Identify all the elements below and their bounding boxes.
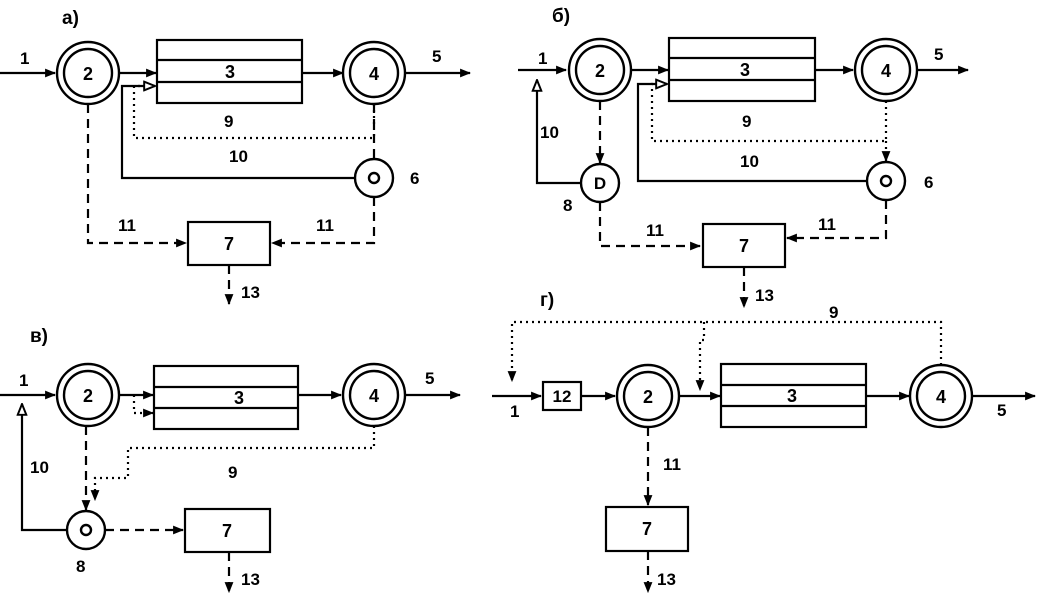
label-5: 5 [997, 401, 1006, 420]
dashed-path-11-left [598, 202, 702, 251]
dotted-path-9 [90, 426, 376, 502]
box-12: 12 [541, 380, 583, 412]
label-10: 10 [30, 458, 49, 477]
queue-3: 3 [152, 364, 300, 431]
service-node-4: 4 [341, 362, 407, 428]
panel-a-title: а) [62, 8, 79, 29]
node-4-label: 4 [369, 64, 379, 84]
label-11-left: 11 [118, 216, 136, 235]
queue-3: 3 [719, 362, 868, 429]
node-4-label: 4 [936, 387, 946, 407]
queue-3: 3 [155, 38, 304, 105]
label-1: 1 [538, 49, 547, 68]
label-13: 13 [755, 286, 774, 305]
service-node-4: 4 [853, 37, 919, 103]
box-7: 7 [604, 505, 690, 553]
label-5: 5 [934, 45, 943, 64]
panel-v-title: в) [30, 326, 48, 347]
label-9: 9 [742, 112, 751, 131]
node-8: D [579, 162, 621, 204]
dashed-path-11-right [785, 200, 888, 243]
label-13: 13 [241, 283, 260, 302]
queue-3-label: 3 [787, 386, 797, 406]
label-5: 5 [432, 47, 441, 66]
label-10-left: 10 [540, 123, 559, 142]
node-8-mark: D [594, 174, 606, 193]
node-6 [865, 160, 907, 202]
queue-3-label: 3 [740, 60, 750, 80]
label-11-right: 11 [316, 216, 334, 235]
feedback-path-10-left [537, 80, 581, 185]
node-2-label: 2 [643, 387, 653, 407]
queue-3-label: 3 [234, 388, 244, 408]
node-4-label: 4 [369, 386, 379, 406]
box-7-label: 7 [642, 519, 652, 539]
box-7: 7 [701, 222, 787, 269]
label-6: 6 [924, 173, 933, 192]
service-node-2: 2 [55, 362, 121, 428]
label-8: 8 [76, 557, 85, 576]
box-7-label: 7 [224, 234, 234, 254]
node-8 [65, 509, 107, 551]
box-7-label: 7 [222, 521, 232, 541]
dashed-path-11-right [270, 197, 376, 248]
label-1: 1 [510, 402, 519, 421]
feedback-path-10 [636, 84, 867, 183]
box-7-label: 7 [739, 236, 749, 256]
label-5: 5 [425, 369, 434, 388]
label-8: 8 [563, 196, 572, 215]
label-11-left: 11 [646, 221, 664, 240]
panel-v: в) 1 2 3 4 5 9 [0, 326, 462, 594]
service-node-4: 4 [341, 40, 407, 106]
service-node-2: 2 [55, 40, 121, 106]
label-11: 11 [663, 455, 681, 474]
feedback-path-10 [22, 404, 67, 532]
service-node-2: 2 [567, 37, 633, 103]
node-2-label: 2 [83, 386, 93, 406]
panel-a: а) 1 2 3 4 5 9 [0, 8, 472, 306]
label-9: 9 [224, 112, 233, 131]
panel-b: б) 1 2 3 4 5 9 [518, 6, 970, 309]
node-2-label: 2 [595, 61, 605, 81]
dashed-path-11-left [86, 104, 188, 248]
feedback-path-10 [120, 86, 355, 180]
label-10: 10 [229, 147, 248, 166]
label-11-right: 11 [818, 215, 836, 234]
queue-3-label: 3 [225, 62, 235, 82]
service-node-2: 2 [615, 363, 681, 429]
panel-g: г) 1 12 2 3 4 [492, 290, 1037, 594]
service-node-4: 4 [908, 363, 974, 429]
label-10: 10 [740, 152, 759, 171]
box-7: 7 [186, 220, 272, 267]
label-13: 13 [241, 570, 260, 589]
box-12-label: 12 [553, 387, 572, 406]
queue-3: 3 [667, 36, 817, 103]
label-13: 13 [657, 570, 676, 589]
label-9: 9 [228, 463, 237, 482]
label-1: 1 [19, 371, 28, 390]
panel-b-title: б) [552, 6, 570, 27]
label-6: 6 [410, 169, 419, 188]
dotted-path-9-branch [695, 322, 706, 392]
label-9: 9 [829, 303, 838, 322]
node-2-label: 2 [83, 64, 93, 84]
panel-g-title: г) [540, 290, 554, 311]
box-7: 7 [183, 507, 272, 554]
label-1: 1 [20, 49, 29, 68]
node-4-label: 4 [881, 61, 891, 81]
node-6 [353, 157, 395, 199]
